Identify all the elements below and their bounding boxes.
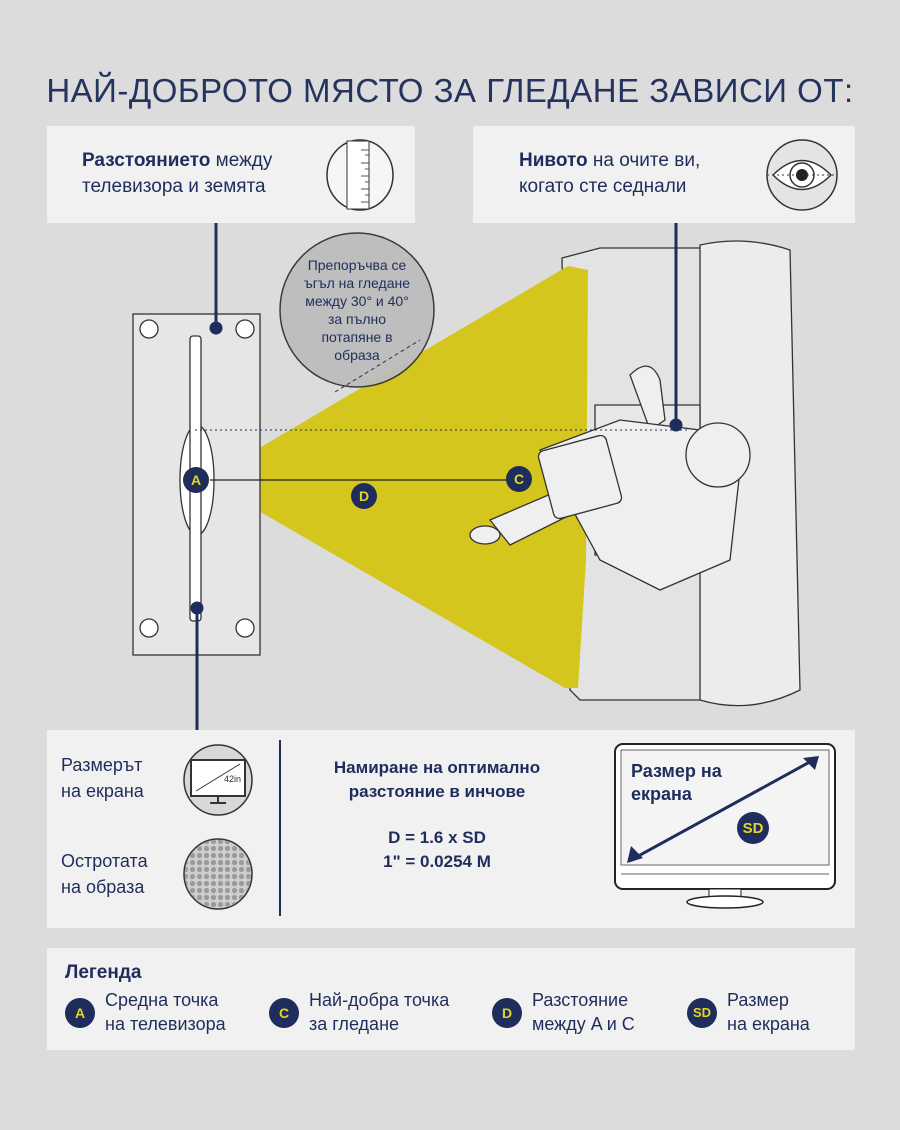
recommendation-text: Препоръчва се ъгъл на гледане между 30° …: [282, 256, 432, 364]
formula-heading-2: разстояние в инчове: [348, 782, 526, 801]
ruler-icon: [326, 139, 394, 211]
eye-level-rest: на очите ви,: [587, 150, 701, 171]
tv-label-2: екрана: [631, 784, 692, 804]
screen-size-label: Размерът на екрана: [61, 752, 144, 804]
tv-screen-size-label: Размер на екрана: [631, 760, 722, 806]
sharpness-line2: на образа: [61, 877, 145, 897]
viewing-cone: [205, 266, 588, 688]
eye-level-bold: Нивото: [519, 150, 588, 171]
divider: [279, 740, 281, 916]
legend-panel: Легенда: [47, 948, 855, 1050]
eye-level-panel: Нивото на очите ви, когато сте седнали: [473, 126, 855, 223]
legend-line: за гледане: [309, 1014, 400, 1034]
info-panel: Размерът на екрана 42in Остротата на обр…: [47, 730, 855, 928]
tv-illustration: [614, 743, 836, 909]
legend-line: Размер: [727, 990, 789, 1010]
legend-item-c: C Най-добра точка за гледане: [269, 988, 449, 1036]
legend-item-a: A Средна точка на телевизора: [65, 988, 226, 1036]
legend-line: между A и C: [532, 1014, 635, 1034]
screen-size-line1: Размерът: [61, 755, 143, 775]
marker-d: D: [351, 483, 377, 509]
rec-line: за пълно: [327, 311, 387, 327]
distance-rest: между: [210, 150, 273, 171]
tv-label-1: Размер на: [631, 761, 722, 781]
marker-c: C: [506, 466, 532, 492]
recommendation-circle: [279, 232, 435, 388]
sharpness-line1: Остротата: [61, 851, 148, 871]
screen-size-icon: 42in: [183, 744, 253, 816]
legend-line: Разстояние: [532, 990, 629, 1010]
legend-line: Най-добра точка: [309, 990, 450, 1010]
legend-item-d: D Разстояние между A и C: [492, 988, 635, 1036]
eye-icon: [766, 139, 838, 211]
eye-level-text: Нивото на очите ви, когато сте седнали: [519, 148, 700, 200]
distance-bold: Разстоянието: [82, 150, 211, 171]
distance-text: Разстоянието между телевизора и земята: [82, 148, 272, 200]
legend-badge: D: [492, 998, 522, 1028]
formula-block: Намиране на оптимално разстояние в инчов…: [297, 756, 577, 874]
rec-line: образа: [334, 347, 380, 363]
legend-badge: SD: [687, 998, 717, 1028]
rec-line: потапяне в: [321, 329, 393, 345]
legend-item-sd: SD Размер на екрана: [687, 988, 810, 1036]
page-title: НАЙ-ДОБРОТО МЯСТО ЗА ГЛЕДАНЕ ЗАВИСИ ОТ:: [46, 72, 854, 109]
screen-size-line2: на екрана: [61, 781, 144, 801]
marker-sd: SD: [737, 812, 769, 844]
eye-level-line2: когато сте седнали: [519, 176, 687, 197]
rec-line: между 30° и 40°: [305, 293, 409, 309]
legend-title: Легенда: [65, 962, 142, 983]
sharpness-icon: [183, 838, 253, 910]
legend-badge: C: [269, 998, 299, 1028]
screen-size-value: 42in: [224, 774, 241, 784]
marker-a: A: [183, 467, 209, 493]
rec-line: Препоръчва се: [307, 257, 407, 273]
legend-line: Средна точка: [105, 990, 219, 1010]
legend-line: на телевизора: [105, 1014, 226, 1034]
distance-line2: телевизора и земята: [82, 176, 266, 197]
legend-badge: A: [65, 998, 95, 1028]
rec-line: ъгъл на гледане: [304, 275, 410, 291]
formula-inch: 1" = 0.0254 M: [383, 852, 491, 871]
legend-line: на екрана: [727, 1014, 810, 1034]
formula-heading-1: Намиране на оптимално: [333, 758, 541, 777]
formula-d: D = 1.6 x SD: [388, 828, 486, 847]
person: [469, 365, 751, 591]
distance-panel: Разстоянието между телевизора и земята: [47, 126, 415, 223]
sharpness-label: Остротата на образа: [61, 848, 148, 900]
